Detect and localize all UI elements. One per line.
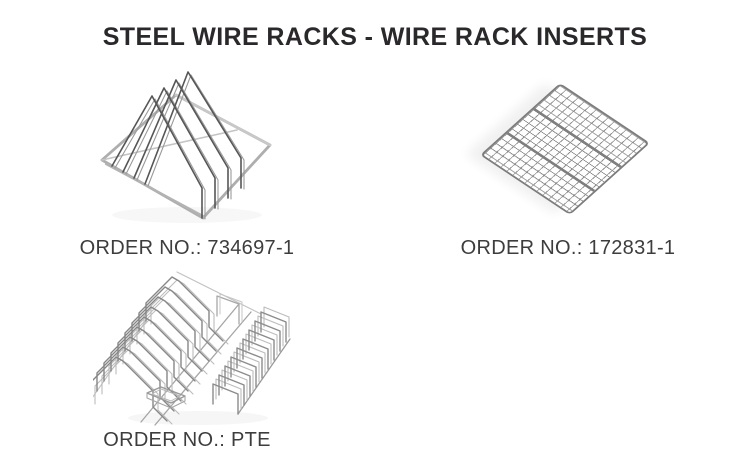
order-number-734697: ORDER NO.: 734697-1 — [79, 237, 295, 259]
page-title: STEEL WIRE RACKS - WIRE RACK INSERTS — [102, 23, 648, 51]
product-card-pte — [93, 262, 298, 427]
flat-wire-grid-insert-image — [479, 83, 650, 215]
wire-rack-with-divider-fins-image — [100, 71, 272, 220]
product-card-734697 — [85, 60, 285, 225]
zigzag-plate-rack-insert-image — [93, 271, 291, 426]
order-number-pte: ORDER NO.: PTE — [103, 429, 271, 451]
order-number-172831: ORDER NO.: 172831-1 — [460, 237, 676, 259]
